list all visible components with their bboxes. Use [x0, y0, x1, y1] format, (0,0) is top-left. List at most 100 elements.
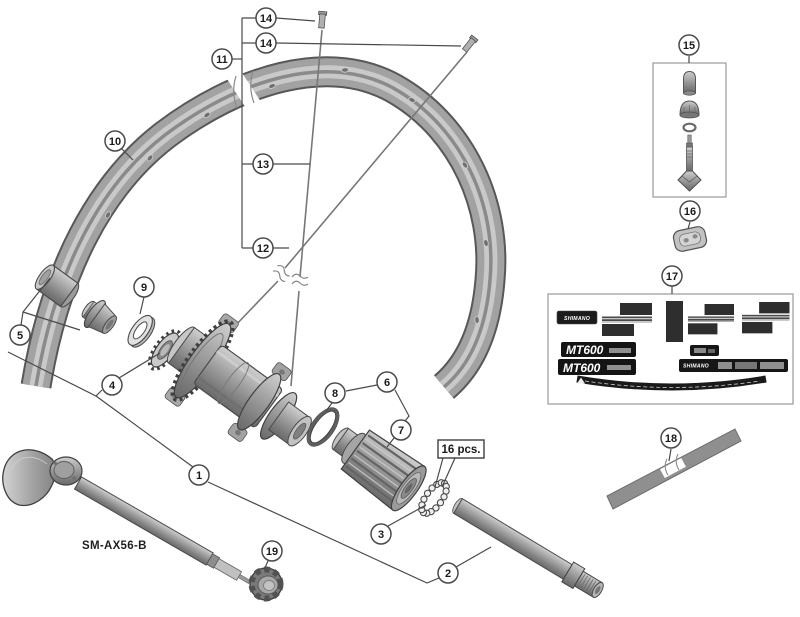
brand-decal-text: SHIMANO [564, 316, 590, 322]
hub-shell [164, 313, 312, 447]
valve-cap [683, 70, 696, 96]
callout-14a: 14 [255, 7, 277, 29]
model-decal-1-text: MT600 [566, 343, 604, 357]
graphic-decal-2 [688, 304, 734, 335]
leader-8 [325, 402, 333, 412]
svg-text:16: 16 [684, 206, 696, 218]
leader-qty [434, 457, 456, 488]
warning-strip-decal [576, 375, 767, 391]
callout-3: 3 [370, 523, 392, 545]
callout-12: 12 [252, 237, 274, 259]
axle-model-label: SM-AX56-B [82, 540, 147, 552]
leader-3 [387, 504, 427, 527]
svg-text:7: 7 [398, 425, 404, 437]
spoke-nipple-a [318, 10, 328, 29]
model-decal-2-text: MT600 [563, 361, 601, 375]
leader-5 [20, 277, 81, 331]
rim-valve-plate [672, 226, 708, 252]
callouts: 1 2 3 4 5 6 7 8 9 10 11 12 13 14 14 15 1… [9, 7, 701, 584]
end-cap-inner [81, 300, 117, 334]
qty-label: 16 pcs. [442, 444, 481, 456]
svg-text:2: 2 [445, 568, 451, 580]
leader-14b [242, 42, 462, 47]
leader-19 [263, 560, 269, 571]
callout-4: 4 [101, 374, 123, 396]
spoke-nipple-b [461, 34, 479, 53]
rim [20, 56, 507, 399]
callout-9: 9 [133, 276, 155, 298]
leader-1 [95, 395, 440, 584]
callout-5: 5 [9, 324, 31, 346]
svg-text:1: 1 [196, 470, 202, 482]
small-decal [690, 345, 719, 356]
svg-text:14: 14 [260, 38, 273, 50]
o-ring [306, 407, 340, 447]
long-decal: SHIMANO [679, 359, 788, 372]
callout-6: 6 [376, 371, 398, 393]
graphic-decal-1 [602, 303, 652, 336]
freehub-body [331, 427, 427, 512]
callout-19: 19 [261, 540, 283, 562]
callout-18: 18 [660, 427, 682, 449]
svg-text:13: 13 [257, 159, 269, 171]
svg-text:4: 4 [109, 380, 116, 392]
decal-sheet-box: SHIMANO MT600 [547, 293, 794, 405]
valve-parts-box [652, 62, 727, 198]
svg-text:3: 3 [378, 529, 384, 541]
callout-14b: 14 [255, 32, 277, 54]
svg-text:6: 6 [384, 377, 390, 389]
long-decal-text: SHIMANO [683, 364, 709, 370]
leader-10 [120, 147, 134, 161]
ball-retainer [418, 479, 450, 517]
svg-text:19: 19 [266, 546, 278, 558]
qty-box: 16 pcs. [437, 439, 485, 459]
svg-text:14: 14 [260, 13, 273, 25]
svg-text:12: 12 [257, 243, 269, 255]
seal-washer [127, 314, 156, 348]
spoke-break-marks [272, 264, 309, 286]
callout-13: 13 [252, 153, 274, 175]
svg-text:17: 17 [666, 271, 678, 283]
spoke-a [290, 29, 323, 387]
callout-8: 8 [324, 382, 346, 404]
leader-18 [668, 448, 672, 462]
callout-15: 15 [678, 34, 700, 56]
svg-text:11: 11 [216, 54, 228, 66]
leader-14a [242, 17, 316, 22]
svg-text:18: 18 [665, 433, 677, 445]
rim-break-gap [226, 69, 264, 115]
adjust-nut [248, 566, 284, 602]
callout-2: 2 [437, 562, 459, 584]
valve-o-ring [682, 122, 697, 133]
thru-axle-assembly [2, 449, 251, 584]
leader-7 [386, 437, 395, 448]
leader-9 [139, 296, 145, 315]
svg-text:8: 8 [332, 388, 338, 400]
graphic-decal-3 [742, 302, 790, 334]
leader-lines [7, 17, 691, 584]
hub-axle [452, 498, 604, 599]
end-cap-outer [34, 264, 80, 308]
svg-text:15: 15 [683, 40, 695, 52]
callout-11: 11 [211, 48, 233, 70]
callout-10: 10 [104, 130, 126, 152]
valve-nut [679, 100, 700, 119]
rim-tape [606, 428, 742, 510]
model-decal-1: MT600 [561, 342, 636, 357]
callout-7: 7 [390, 419, 412, 441]
valve-stem [677, 134, 702, 192]
rim-spoke-holes [72, 67, 489, 324]
svg-text:10: 10 [109, 136, 121, 148]
leader-16 [687, 221, 691, 230]
callout-17: 17 [661, 265, 683, 287]
leader-6 [345, 384, 410, 422]
svg-text:9: 9 [141, 282, 147, 294]
graphic-decal-cross [666, 301, 683, 342]
quick-release-lever [2, 449, 83, 507]
brand-decal: SHIMANO [556, 310, 598, 325]
leader-2 [455, 546, 492, 568]
model-decal-2: MT600 [558, 359, 636, 375]
svg-text:5: 5 [17, 330, 23, 342]
